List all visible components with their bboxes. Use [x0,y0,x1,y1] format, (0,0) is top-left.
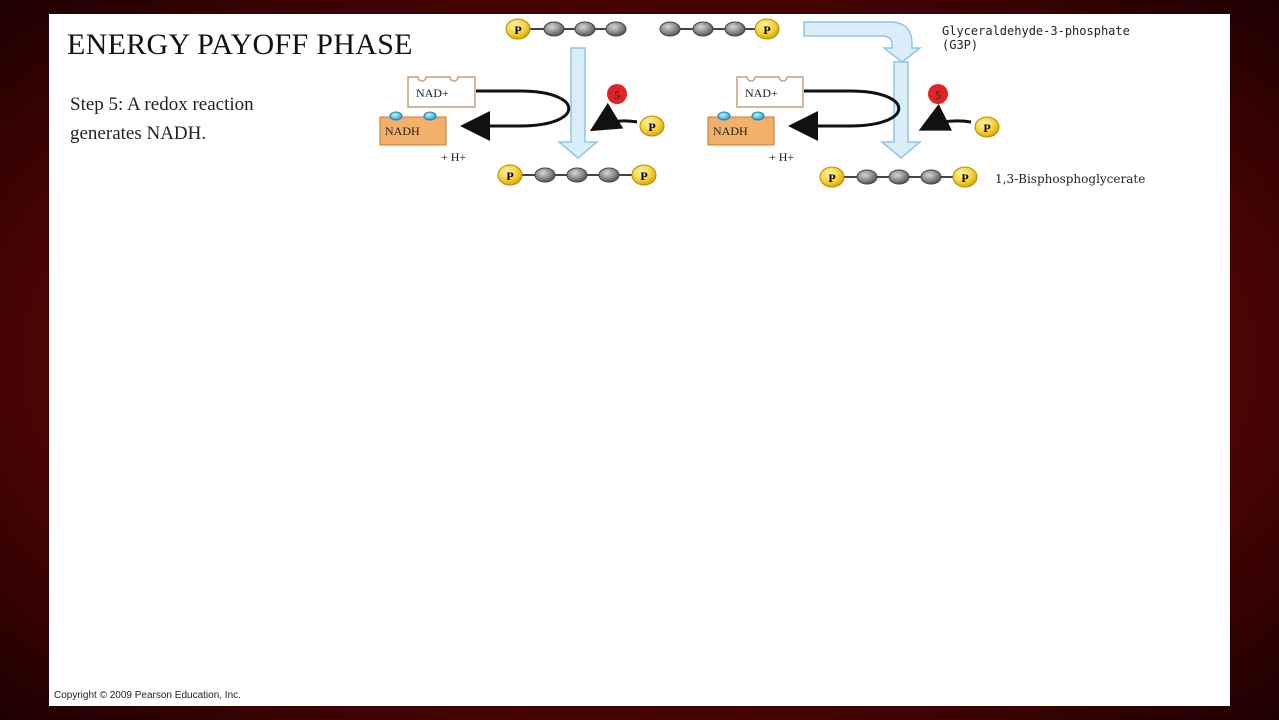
step-badge [928,84,948,104]
phosphate-group [819,166,845,188]
nadh-label: NADH [713,124,748,138]
nadh-right: NADH [707,111,775,146]
copyright-notice: Copyright © 2009 Pearson Education, Inc. [54,690,241,701]
phosphate-group [631,164,657,186]
nad-plus-label: NAD+ [745,86,778,100]
bpg-molecule-left: P P [497,164,657,186]
electron [751,111,765,121]
g3p-transfer-arrow [803,21,923,63]
phosphate-label: P [983,121,990,135]
phosphate-label: P [640,169,647,183]
phosphate-group [952,166,978,188]
nadh-label: NADH [385,124,420,138]
phosphate-entry-arrow [589,102,638,132]
phosphate-label: P [648,120,655,134]
carbon-atom [920,169,942,185]
nad-reduction-arrow [788,89,900,141]
inorganic-phosphate [974,116,1000,138]
g3p-molecule-left: P [505,18,627,40]
slide: ENERGY PAYOFF PHASE Step 5: A redox reac… [49,14,1230,706]
nad-plus-label: NAD+ [416,86,449,100]
phosphate-label: P [828,171,835,185]
phosphate-label: P [506,169,513,183]
bpg-molecule-right: P P [819,166,978,188]
g3p-molecule-right: P [659,18,780,40]
g3p-abbrev-label: (G3P) [942,38,978,52]
electron [423,111,437,121]
electron [717,111,731,121]
carbon-atom [598,167,620,183]
step-number: 5 [614,88,620,102]
reaction-arrow-left [556,47,600,159]
h-plus-label: + H+ [769,150,794,164]
carbon-atom [692,21,714,37]
phosphate-label: P [763,23,770,37]
step-badge [607,84,627,104]
reaction-arrow-right [879,61,923,159]
g3p-label: Glyceraldehyde-3-phosphate [942,24,1130,38]
phosphate-label: P [961,171,968,185]
carbon-atom [574,21,596,37]
phosphate-entry-arrow [918,103,972,131]
phosphate-group [754,18,780,40]
carbon-atom [888,169,910,185]
step-number: 5 [935,88,941,102]
h-plus-label: + H+ [441,150,466,164]
product-label: 1,3-Bisphosphoglycerate [995,172,1145,186]
page-title: ENERGY PAYOFF PHASE [67,28,413,61]
carbon-atom [659,21,681,37]
nad-reduction-arrow [460,89,570,141]
step-description: Step 5: A redox reaction generates NADH. [70,94,254,144]
phosphate-label: P [514,23,521,37]
phosphate-group [497,164,523,186]
carbon-atom [534,167,556,183]
phosphate-group [505,18,531,40]
carbon-atom [605,21,627,37]
electron [389,111,403,121]
carbon-atom [543,21,565,37]
carbon-atom [566,167,588,183]
inorganic-phosphate [639,115,665,137]
carbon-atom [724,21,746,37]
carbon-atom [856,169,878,185]
nadh-left: NADH [379,111,447,146]
nad-plus-left: NAD+ [407,76,476,108]
nad-plus-right: NAD+ [736,76,804,108]
